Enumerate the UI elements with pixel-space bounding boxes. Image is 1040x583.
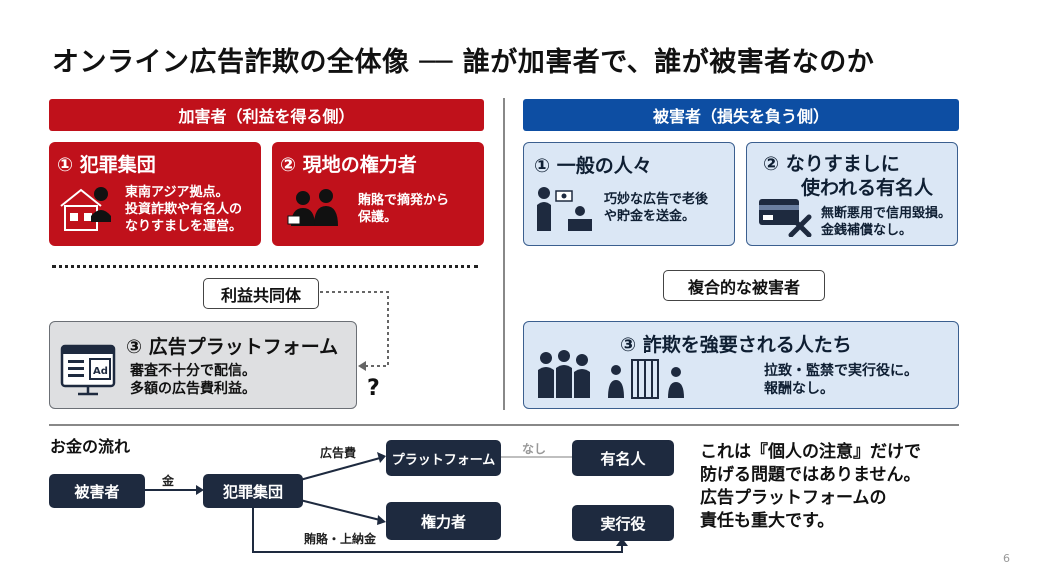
node-celebrity: 有名人 <box>572 440 674 476</box>
bribery-officials-icon <box>287 189 338 226</box>
node-platform: プラットフォーム <box>386 440 501 476</box>
forced-workers-text: 拉致・監禁で実行役に。 報酬なし。 <box>764 363 918 397</box>
perpetrators-header: 加害者（利益を得る側） <box>49 99 484 131</box>
captive-people-icon <box>538 350 684 399</box>
celebrity-card: ② なりすましに 使われる有名人 無断悪用で信用毀損。 金銭補償なし。 <box>746 142 958 246</box>
page-title: オンライン広告詐欺の全体像 ── 誰が加害者で、誰が被害者なのか <box>52 47 875 78</box>
general-public-text: 巧妙な広告で老後 や貯金を送金。 <box>604 192 709 224</box>
ad-screen-icon: Ad <box>60 344 116 396</box>
profit-community-label: 利益共同体 <box>203 278 319 309</box>
money-transfer-icon <box>537 187 592 231</box>
celebrity-title-line2: 使われる有名人 <box>801 177 934 199</box>
edge-label-money: 金 <box>162 474 175 488</box>
forced-workers-title: ③ 詐欺を強要される人たち <box>620 334 852 356</box>
profit-connector <box>320 291 389 371</box>
celebrity-title-line1: ② なりすましに <box>763 153 900 175</box>
page-number: 6 <box>1003 552 1010 565</box>
question-mark: ? <box>367 376 380 401</box>
node-victim: 被害者 <box>49 474 145 508</box>
center-divider <box>503 98 505 410</box>
node-crime-group: 犯罪集団 <box>203 474 303 508</box>
local-power-title: ② 現地の権力者 <box>280 154 417 176</box>
forced-workers-card: ③ 詐欺を強要される人たち 拉致・監禁で実行役に。 報酬なし。 <box>523 321 959 409</box>
money-flow-arrows <box>145 452 628 553</box>
node-power: 権力者 <box>386 502 501 540</box>
edge-label-none: なし <box>522 442 547 456</box>
crime-group-text: 東南アジア拠点。 投資詐欺や有名人の なりすましを運営。 <box>125 185 243 234</box>
local-power-card: ② 現地の権力者 賄賂で摘発から 保護。 <box>272 142 484 246</box>
edge-label-ad-fee: 広告費 <box>320 446 357 460</box>
credit-card-cross-icon <box>759 199 812 237</box>
key-message: これは『個人の注意』だけで 防げる問題ではありません。 広告プラットフォームの … <box>700 442 921 531</box>
svg-text:Ad: Ad <box>93 366 108 377</box>
local-power-text: 賄賂で摘発から 保護。 <box>358 193 450 225</box>
node-executor: 実行役 <box>572 505 674 541</box>
crime-group-card: ① 犯罪集団 東南アジア拠点。 投資詐欺や有名人の なりすましを運営。 <box>49 142 261 246</box>
crime-group-title: ① 犯罪集団 <box>57 154 156 176</box>
ad-platform-text: 審査不十分で配信。 多額の広告費利益。 <box>130 363 256 397</box>
edge-label-bribe: 賄賂・上納金 <box>304 532 377 546</box>
general-public-card: ① 一般の人々 巧妙な広告で老後 や貯金を送金。 <box>523 142 735 246</box>
ad-platform-title: ③ 広告プラットフォーム <box>126 336 339 358</box>
celebrity-text: 無断悪用で信用毀損。 金銭補償なし。 <box>821 206 952 238</box>
victims-header: 被害者（損失を負う側） <box>523 99 959 131</box>
section-separator <box>49 424 959 426</box>
general-public-title: ① 一般の人々 <box>534 155 652 177</box>
complex-victims-label: 複合的な被害者 <box>663 270 825 301</box>
criminal-building-icon <box>60 187 111 231</box>
dotted-separator <box>52 265 478 268</box>
ad-platform-card: ③ 広告プラットフォーム Ad 審査不十分で配信。 多額の広告費利益。 <box>49 321 357 409</box>
money-flow-title: お金の流れ <box>50 437 131 456</box>
